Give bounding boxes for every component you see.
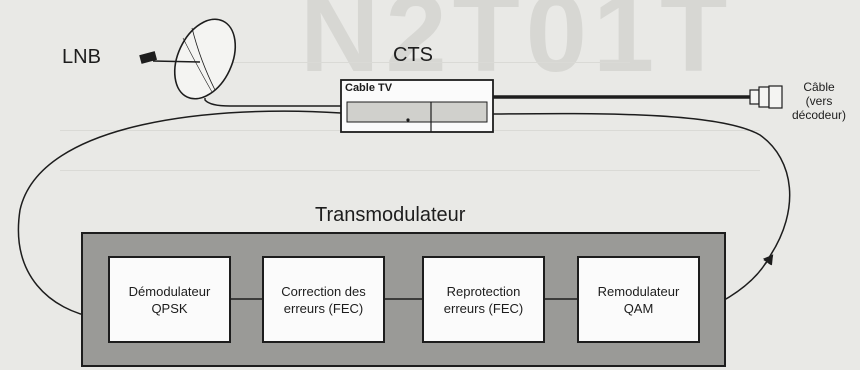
block-line: Démodulateur bbox=[128, 283, 211, 299]
block-line: QPSK bbox=[151, 300, 188, 316]
block-line: erreurs (FEC) bbox=[283, 300, 364, 316]
satellite-dish-icon bbox=[173, 18, 237, 100]
output-loop-arrow bbox=[492, 112, 791, 313]
dish-cable bbox=[204, 98, 345, 107]
lnb-label: LNB bbox=[62, 46, 101, 68]
cts-box bbox=[340, 79, 494, 133]
transmodulator-title: Transmodulateur bbox=[315, 204, 466, 226]
block-line: Correction des bbox=[281, 283, 366, 299]
cts-label: CTS bbox=[393, 44, 433, 66]
block-line: Reprotection bbox=[446, 283, 521, 299]
cable-label-line: Câble bbox=[803, 80, 835, 94]
background-rule bbox=[60, 170, 760, 171]
cable-tv-label: Cable TV bbox=[345, 82, 393, 94]
block-line: QAM bbox=[623, 300, 654, 316]
block-line: erreurs (FEC) bbox=[443, 300, 524, 316]
block-line: Remodulateur bbox=[597, 283, 680, 299]
input-loop-arrow bbox=[17, 110, 342, 322]
lnb-icon bbox=[139, 51, 201, 64]
cable-decoder-label: Câble (vers décodeur) bbox=[780, 80, 858, 122]
cable-label-line: (vers bbox=[805, 94, 833, 108]
background-rule bbox=[210, 62, 630, 63]
cable-label-line: décodeur) bbox=[791, 108, 847, 122]
decoder-cable bbox=[493, 85, 783, 109]
